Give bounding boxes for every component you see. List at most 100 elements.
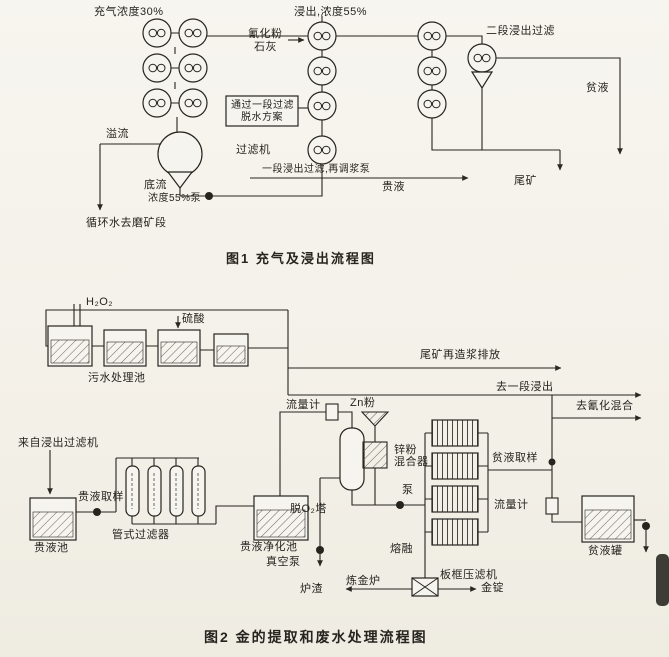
label-from-leach-filter: 来自浸出过滤机 bbox=[18, 437, 99, 449]
pool-liquid bbox=[106, 341, 144, 364]
label-filter-machine: 过滤机 bbox=[236, 144, 271, 156]
label-tailings: 尾矿 bbox=[514, 175, 537, 187]
agitator-tank-icon bbox=[307, 56, 337, 86]
label-to-first-leach: 去一段浸出 bbox=[496, 381, 554, 393]
agitator-tank-icon bbox=[178, 18, 208, 48]
flowmeter-icon bbox=[325, 403, 339, 421]
flowmeter-icon bbox=[545, 497, 559, 515]
label-leach-concentration: 浸出,浓度55% bbox=[294, 6, 368, 18]
second-stage-filter bbox=[467, 43, 497, 90]
label-first-stage-filter: 一段浸出过滤,再调浆泵 bbox=[262, 164, 371, 175]
label-barren-solution: 贫液 bbox=[586, 82, 609, 94]
deo2-tower-icon bbox=[339, 427, 365, 491]
candle-filter-element bbox=[131, 473, 199, 509]
label-h2o2: H₂O₂ bbox=[86, 296, 114, 308]
pool-liquid bbox=[160, 341, 198, 364]
label-pregnant-pool: 贵液池 bbox=[34, 542, 69, 554]
label-zn-powder: Zn粉 bbox=[350, 397, 376, 409]
sampling-tap-icon bbox=[548, 458, 556, 466]
label-underflow-pump: 浓度55%泵 bbox=[148, 193, 202, 204]
agitator-tank-icon bbox=[142, 53, 172, 83]
filter-drum-icon bbox=[467, 43, 497, 73]
label-tube-filter: 管式过滤器 bbox=[112, 529, 170, 541]
label-zinc-mixer-1: 锌粉 bbox=[394, 444, 417, 456]
label-purify-pool: 贵液净化池 bbox=[240, 541, 298, 553]
agitator-tank-icon bbox=[142, 88, 172, 118]
scan-artifact bbox=[656, 554, 669, 606]
pump-dot-icon bbox=[396, 501, 404, 509]
fig2-caption: 图2 金的提取和废水处理流程图 bbox=[204, 629, 428, 645]
fig2-graphics bbox=[29, 304, 669, 606]
fig2-pipes bbox=[45, 304, 649, 592]
fig1-pipes bbox=[97, 16, 623, 211]
label-slag: 炉渣 bbox=[300, 583, 323, 595]
label-aeration-concentration: 充气浓度30% bbox=[94, 6, 164, 18]
plate-frame-filter-press bbox=[431, 419, 479, 546]
filter-press-unit-icon bbox=[431, 452, 479, 480]
label-deo2-tower: 脱O₂塔 bbox=[290, 503, 327, 515]
pool-liquid bbox=[50, 339, 90, 364]
label-pregnant-sample: 贵液取样 bbox=[78, 491, 124, 503]
tank-liquid bbox=[584, 509, 632, 540]
zinc-mixer-icon bbox=[362, 441, 388, 469]
label-circulating-water: 循环水去磨矿段 bbox=[86, 217, 167, 229]
agitator-tank-icon bbox=[307, 21, 337, 51]
label-flowmeter-top: 流量计 bbox=[286, 399, 321, 411]
label-tailings-discharge: 尾矿再造浆排放 bbox=[420, 349, 501, 361]
thickener-icon bbox=[157, 131, 203, 177]
barren-solution-tank bbox=[581, 495, 635, 543]
pool-liquid bbox=[216, 345, 246, 364]
filter-press-unit-icon bbox=[431, 518, 479, 546]
label-zinc-mixer-2: 混合器 bbox=[394, 456, 429, 468]
pump-dot-icon bbox=[93, 508, 101, 516]
gold-furnace bbox=[411, 577, 439, 597]
filter-funnel-icon bbox=[470, 71, 494, 90]
tube-filter-bank bbox=[125, 465, 206, 517]
thickener bbox=[157, 131, 203, 189]
label-overflow: 溢流 bbox=[106, 128, 129, 140]
label-barren-sample: 贫液取样 bbox=[492, 452, 538, 464]
label-gold-ingot: 金锭 bbox=[481, 582, 504, 594]
thickener-cone-icon bbox=[166, 171, 194, 189]
agitator-tank-icon bbox=[417, 89, 447, 119]
agitator-tank-icon bbox=[178, 88, 208, 118]
label-lime: 石灰 bbox=[254, 41, 277, 53]
purification-pool bbox=[253, 495, 309, 541]
label-melting: 熔融 bbox=[390, 543, 413, 555]
filter-press-unit-icon bbox=[431, 485, 479, 513]
second-stage-tank-column bbox=[417, 21, 447, 119]
label-to-cyanide-mix: 去氰化混合 bbox=[576, 400, 634, 412]
filter-press-unit-icon bbox=[431, 419, 479, 447]
agitator-tank-icon bbox=[178, 53, 208, 83]
label-cyanide-powder: 氰化粉 bbox=[248, 28, 283, 40]
furnace-cross bbox=[411, 577, 439, 597]
agitator-tank-icon bbox=[142, 18, 172, 48]
leach-tank-column bbox=[307, 21, 337, 165]
label-barren-tank: 贫液罐 bbox=[588, 545, 623, 557]
pregnant-solution-pool bbox=[29, 497, 77, 541]
label-gold-furnace: 炼金炉 bbox=[346, 575, 381, 587]
label-dewater-line2: 脱水方案 bbox=[241, 112, 283, 123]
label-second-stage-filter: 二段浸出过滤 bbox=[486, 25, 555, 37]
zinc-hopper-icon bbox=[360, 411, 390, 427]
label-dewater-line1: 通过一段过滤 bbox=[231, 100, 294, 111]
zinc-feed bbox=[360, 411, 390, 469]
label-plate-filter: 板框压滤机 bbox=[440, 569, 498, 581]
fig1-graphics bbox=[97, 16, 623, 211]
label-sewage-pool: 污水处理池 bbox=[88, 372, 146, 384]
label-vacuum-pump: 真空泵 bbox=[266, 556, 301, 568]
label-sulfuric-acid: 硫酸 bbox=[182, 313, 205, 325]
vacuum-pump-dot-icon bbox=[316, 546, 324, 554]
label-underflow: 底流 bbox=[144, 179, 167, 191]
agitator-tank-icon bbox=[417, 56, 447, 86]
pump-dot-icon bbox=[642, 522, 650, 530]
agitator-tank-icon bbox=[417, 21, 447, 51]
filter-drum-icon bbox=[307, 135, 337, 165]
label-pregnant-solution: 贵液 bbox=[382, 181, 405, 193]
label-pump: 泵 bbox=[402, 484, 414, 496]
pump-dot-icon bbox=[205, 192, 213, 200]
fig1-caption: 图1 充气及浸出流程图 bbox=[226, 251, 376, 266]
dewater-note-box bbox=[225, 95, 299, 127]
